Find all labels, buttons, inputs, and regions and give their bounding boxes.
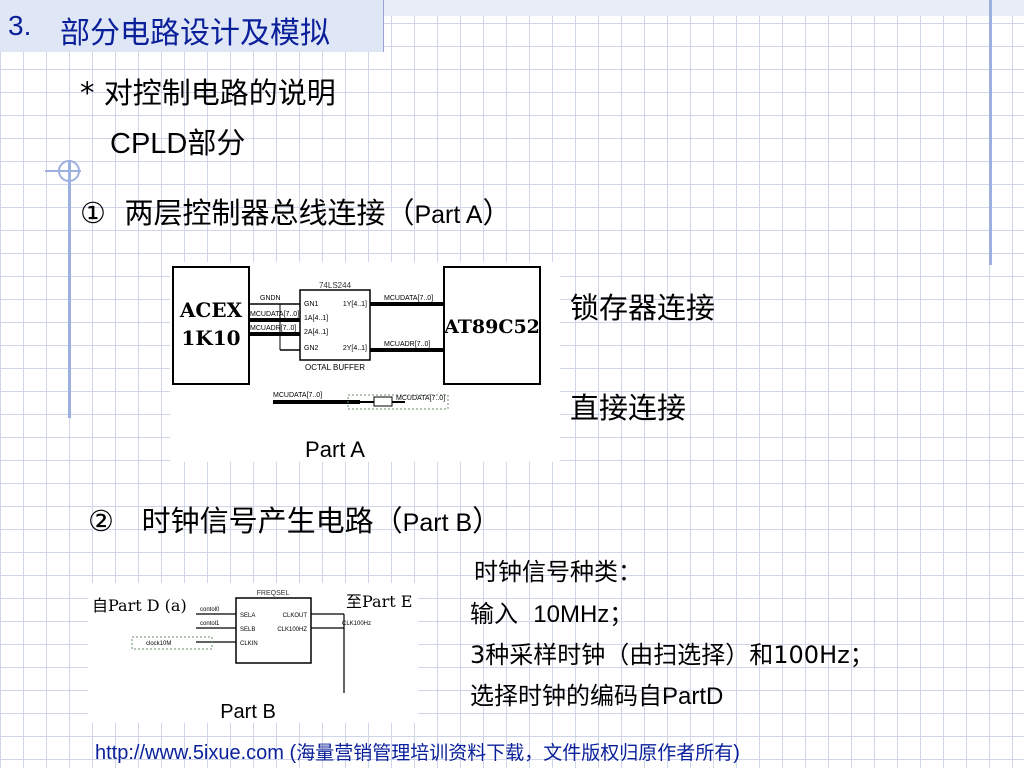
sig-contol0: contol0 [200, 607, 220, 613]
decor-line-right [989, 0, 992, 265]
acex-box [172, 266, 250, 385]
clock-types-heading: 时钟信号种类： [474, 558, 642, 586]
pin-1y: 1Y[4..1] [343, 301, 367, 308]
buffer-chip-name: 74LS244 [319, 281, 352, 290]
part-b-caption: Part B [220, 701, 276, 723]
decor-circle [58, 160, 80, 182]
clock-line-3-part: PartD [662, 683, 724, 710]
note-latch: 锁存器连接 [570, 291, 716, 325]
pin-clkout: CLKOUT [283, 613, 308, 619]
title-number: 3. [8, 10, 32, 41]
title-strip [383, 0, 1024, 16]
pin-clkin: CLKIN [240, 641, 258, 647]
decor-line-left [68, 160, 71, 418]
clock-line-1-val: 10MHz； [533, 601, 634, 628]
item-1-text: 两层控制器总线连接（ [124, 196, 415, 230]
page-title: 部分电路设计及模拟 [60, 16, 330, 51]
clock-input-group [131, 636, 213, 650]
clock-line-3-cn: 选择时钟的编码自 [470, 682, 662, 710]
pin-sela: SELA [240, 613, 255, 619]
at89c52-label: AT89C52 [443, 316, 540, 338]
item-1-marker: ① [80, 196, 106, 230]
to-part-e: 至Part E [346, 592, 412, 611]
item-2-part: Part B [402, 509, 473, 537]
footer-url[interactable]: http://www.5ixue.com [95, 742, 284, 764]
part-a-schematic: ACEX 1K10 AT89C52 74LS244 OCTAL BUFFER G… [172, 266, 541, 462]
clock-line-3: 选择时钟的编码自PartD [470, 676, 723, 711]
sig-clk100hz: CLK100Hz [342, 621, 371, 627]
part-b-diagram: 自Part D (a) 至Part E FREQSEL SELA SELB CL… [88, 583, 418, 723]
sig-gndn: GNDN [260, 295, 281, 302]
section-heading: CPLD部分 [110, 128, 246, 160]
buffer-chip-label: OCTAL BUFFER [305, 363, 365, 372]
part-a-diagram: ACEX 1K10 AT89C52 74LS244 OCTAL BUFFER G… [170, 262, 560, 462]
acex-label-2: 1K10 [181, 326, 240, 350]
sig-contol1: contol1 [200, 621, 220, 627]
footer-text: 海量营销管理培训资料下载，文件版权归原作者所有 [296, 742, 734, 764]
pin-gn2: GN2 [304, 345, 319, 352]
sig-adr-right: MCUADR[7..0] [384, 341, 430, 348]
sig-direct-right: MCUDATA[7..0] [396, 395, 445, 402]
pin-selb: SELB [240, 627, 255, 633]
pin-1a: 1A[4..1] [304, 315, 328, 322]
item-2: ② 时钟信号产生电路（Part B） [88, 498, 501, 540]
item-2-text: 时钟信号产生电路（ [141, 504, 403, 538]
item-2-marker: ② [88, 504, 114, 538]
pin-clk100hz: CLK100HZ [277, 627, 307, 633]
item-1-close: ） [482, 196, 512, 230]
at89c52-box [443, 266, 541, 385]
sig-direct-left: MCUDATA[7..0] [273, 392, 322, 399]
freqsel-name: FREQSEL [257, 590, 290, 597]
item-2-close: ） [472, 504, 502, 538]
direct-connector [373, 396, 393, 407]
footer: http://www.5ixue.com (海量营销管理培训资料下载，文件版权归… [95, 738, 740, 765]
from-part-d: 自Part D (a) [92, 596, 187, 615]
footer-open: ( [283, 742, 297, 764]
footer-close: ) [733, 742, 740, 764]
acex-label-1: ACEX [179, 298, 243, 322]
pin-2a: 2A[4..1] [304, 329, 328, 336]
sig-adr-left: MCUADR[7..0] [250, 325, 296, 332]
sig-data-right: MCUDATA[7..0] [384, 295, 433, 302]
clock-line-1-cn: 输入 [470, 600, 518, 628]
pin-gn1: GN1 [304, 301, 319, 308]
note-direct: 直接连接 [570, 391, 687, 425]
title-bar: 3. 部分电路设计及模拟 [0, 0, 384, 52]
pin-2y: 2Y[4..1] [343, 345, 367, 352]
direct-group [347, 394, 449, 410]
subtitle: * 对控制电路的说明 [80, 76, 336, 110]
part-a-caption: Part A [305, 437, 365, 462]
item-1-part: Part A [414, 201, 483, 229]
sig-clock10m: clock10M [146, 641, 171, 647]
freqsel-chip [235, 597, 312, 664]
clock-line-1: 输入 10MHz； [470, 594, 633, 629]
sig-data-left: MCUDATA[7..0] [250, 311, 299, 318]
clock-line-2: 3种采样时钟（由扫选择）和100Hz； [470, 641, 874, 669]
item-1: ① 两层控制器总线连接（Part A） [80, 190, 512, 232]
buffer-chip [299, 289, 371, 361]
part-b-schematic: 自Part D (a) 至Part E FREQSEL SELA SELB CL… [92, 590, 412, 723]
